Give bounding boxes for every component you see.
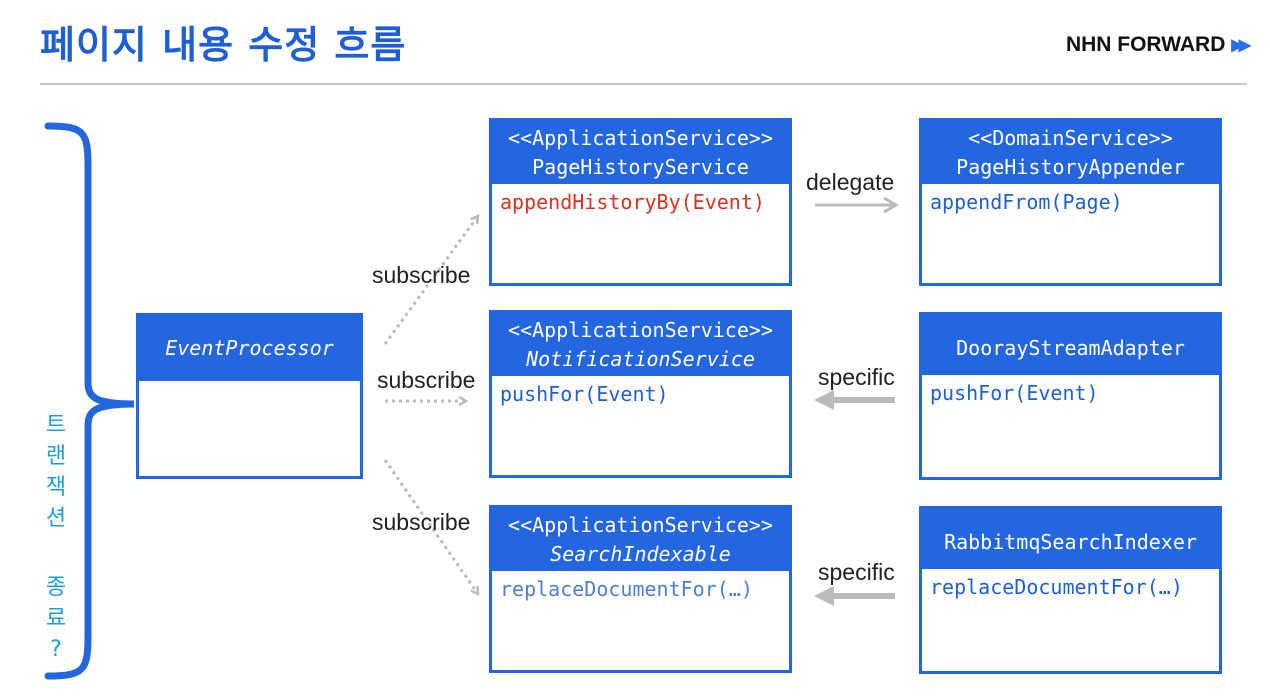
rabbitmq-search-indexer-header: RabbitmqSearchIndexer [922,509,1219,569]
rabbitmq-search-indexer-box: RabbitmqSearchIndexer replaceDocumentFor… [919,506,1222,674]
stereotype-label: <<DomainService>> [968,126,1173,150]
event-processor-box: EventProcessor [136,313,363,479]
side-char: 랜 [45,444,67,469]
transaction-brace [44,122,135,680]
method-label: pushFor(Event) [500,382,669,406]
subscribe-label: subscribe [377,367,476,393]
class-name: PageHistoryAppender [956,155,1185,179]
page-history-service-header: <<ApplicationService>> PageHistoryServic… [492,121,789,184]
side-char: 종 [45,575,67,600]
side-char: 션 [45,506,67,531]
subscribe-label: subscribe [372,509,471,535]
dooray-stream-adapter-header: DoorayStreamAdapter [922,315,1219,375]
side-char: 잭 [45,475,67,500]
brand-name: NHN FORWARD [1065,33,1226,56]
delegate-label: delegate [806,169,895,195]
method-label: replaceDocumentFor(…) [930,575,1183,599]
specific-arrow-1-head [814,390,834,410]
class-name: RabbitmqSearchIndexer [944,530,1197,554]
subscribe-arrow-top [383,216,478,345]
method-label: appendHistoryBy(Event) [500,190,765,214]
notification-service-header: <<ApplicationService>> NotificationServi… [492,313,789,376]
side-char: ? [50,637,62,662]
page-history-appender-box: <<DomainService>> PageHistoryAppender ap… [919,118,1222,286]
event-processor-header: EventProcessor [139,316,360,381]
method-label: pushFor(Event) [930,381,1099,405]
side-gap [41,534,71,572]
page-title: 페이지 내용 수정 흐름 [40,23,407,67]
method-label: replaceDocumentFor(…) [500,577,753,601]
page-history-appender-header: <<DomainService>> PageHistoryAppender [922,121,1219,184]
search-indexable-header: <<ApplicationService>> SearchIndexable [492,508,789,571]
subscribe-label: subscribe [372,262,471,288]
page-history-service-box: <<ApplicationService>> PageHistoryServic… [489,118,792,286]
title-divider [40,83,1247,85]
dooray-stream-adapter-box: DoorayStreamAdapter pushFor(Event) [919,312,1222,480]
method-label: appendFrom(Page) [930,190,1123,214]
class-name: NotificationService [526,347,755,371]
search-indexable-box: <<ApplicationService>> SearchIndexable r… [489,505,792,673]
specific-arrow-2-head [814,586,834,606]
side-char: 트 [45,413,67,438]
stereotype-label: <<ApplicationService>> [508,513,773,537]
transaction-end-label: 트 랜 잭 션 종 료 ? [41,410,71,665]
stereotype-label: <<ApplicationService>> [508,126,773,150]
stereotype-label: <<ApplicationService>> [508,318,773,342]
subscribe-arrow-bottom [383,459,478,594]
side-char: 료 [45,606,67,631]
specific-label: specific [818,559,895,585]
class-name: SearchIndexable [550,542,731,566]
class-name: DoorayStreamAdapter [956,336,1185,360]
class-name: PageHistoryService [532,155,749,179]
notification-service-box: <<ApplicationService>> NotificationServi… [489,310,792,478]
specific-label: specific [818,364,895,390]
event-processor-title: EventProcessor [165,336,334,360]
